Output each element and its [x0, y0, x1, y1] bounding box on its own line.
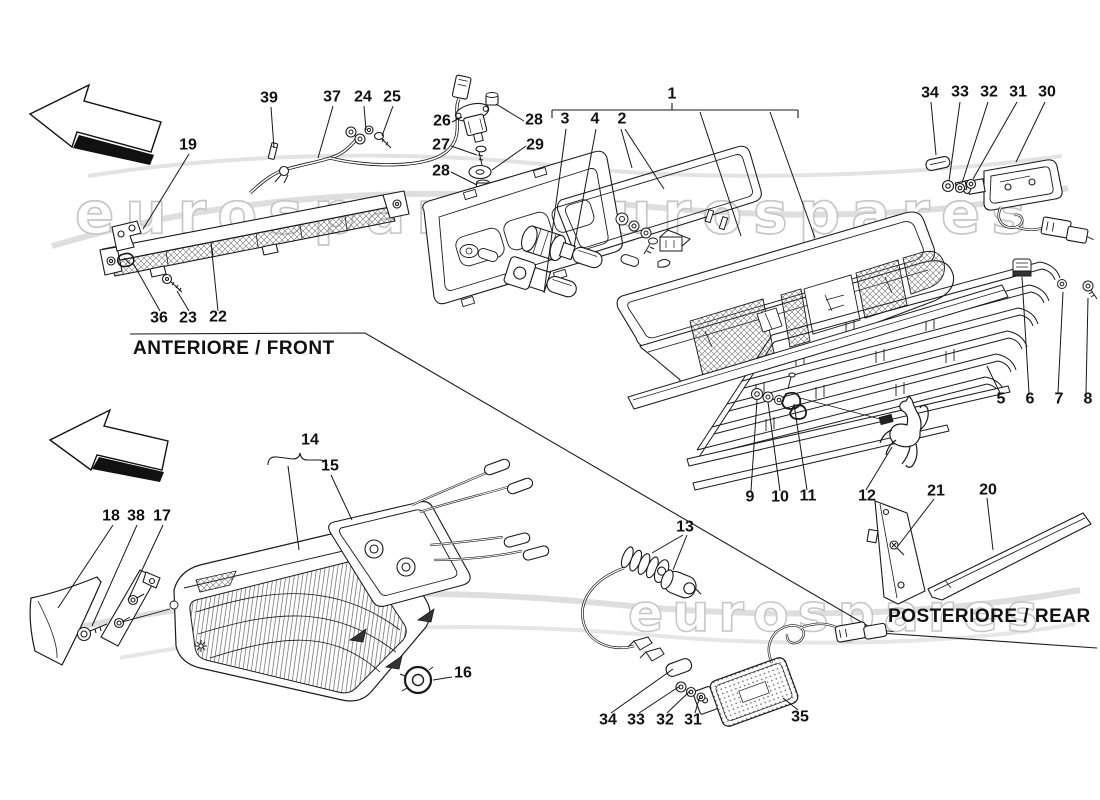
- watermark-text-top-right: eurospares: [560, 179, 1037, 247]
- brake-light-clip: [117, 252, 135, 268]
- callout-number-8: 8: [1083, 390, 1093, 408]
- callout-number-25: 25: [383, 88, 401, 106]
- wiring-harness-13: [581, 546, 702, 662]
- callout-number-34b: 34: [599, 711, 617, 729]
- watermark: eurospares eurospares eurospares: [51, 153, 1081, 660]
- callout-number-28a: 28: [525, 111, 543, 129]
- callout-number-17: 17: [153, 507, 171, 525]
- callout-number-31a: 31: [1009, 83, 1027, 101]
- side-marker-lamp-front: [665, 621, 894, 727]
- headlight-cover-18: [29, 576, 102, 666]
- cable-screw: [373, 131, 392, 149]
- callout-number-32b: 32: [656, 711, 674, 729]
- tail-light-lens: [616, 211, 955, 390]
- headlight-bracket-17: [76, 569, 171, 647]
- grille-screw: [1082, 280, 1098, 300]
- grille-mouldings: [627, 284, 1011, 491]
- tail-light-housing: [422, 150, 623, 308]
- headlight-frame-15: [328, 458, 550, 607]
- callout-number-7: 7: [1054, 390, 1064, 408]
- callout-number-30: 30: [1038, 83, 1056, 101]
- callout-number-34a: 34: [921, 84, 939, 102]
- callout-number-5: 5: [996, 390, 1006, 408]
- brake-light-screw: [161, 273, 183, 293]
- brake-switch: [454, 102, 490, 143]
- rear-direction-arrow: [48, 408, 169, 482]
- callout-number-3: 3: [560, 110, 570, 128]
- mid-hardware: [615, 209, 729, 268]
- switch-disc: [468, 164, 492, 180]
- leader-lines: [57, 101, 1089, 714]
- cap-nut: [485, 92, 499, 106]
- callout-number-28b: 28: [432, 162, 450, 180]
- front-direction-arrow: [28, 83, 162, 165]
- callout-number-36: 36: [150, 309, 168, 327]
- callout-number-35: 35: [791, 708, 809, 726]
- cable-connector: [451, 74, 472, 100]
- callout-number-10: 10: [771, 488, 789, 506]
- callout-brackets: [267, 103, 799, 467]
- callout-number-31b: 31: [684, 711, 702, 729]
- callout-number-29: 29: [526, 136, 544, 154]
- callout-number-23: 23: [179, 309, 197, 327]
- callout-number-2: 2: [617, 110, 627, 128]
- callout-number-21: 21: [927, 482, 945, 500]
- third-brake-light: [99, 190, 410, 293]
- bulb-socket-3: [503, 256, 577, 298]
- bulb-socket-4: [520, 225, 603, 269]
- callout-number-33a: 33: [951, 83, 969, 101]
- callout-number-27: 27: [432, 136, 450, 154]
- prancing-horse-emblem: [799, 394, 929, 468]
- cable-pin: [267, 142, 279, 160]
- callout-number-33b: 33: [627, 711, 645, 729]
- switch-screw: [475, 145, 487, 166]
- callout-number-37: 37: [323, 88, 341, 106]
- callout-number-15: 15: [321, 457, 339, 475]
- callout-number-32a: 32: [980, 83, 998, 101]
- headlight-emblem: [195, 640, 207, 652]
- grille-fixings: [751, 372, 807, 420]
- trim-strip-20: [927, 512, 1092, 601]
- callout-number-20: 20: [979, 481, 997, 499]
- callout-number-16: 16: [454, 664, 472, 682]
- marker-bracket: [925, 156, 951, 172]
- rear-grille: [696, 258, 1098, 458]
- callout-number-19: 19: [179, 136, 197, 154]
- callout-number-39: 39: [260, 89, 278, 107]
- callout-number-1: 1: [667, 85, 677, 103]
- mount-bracket-21: [866, 500, 926, 605]
- front-section-label: ANTERIORE / FRONT: [133, 338, 335, 359]
- callout-number-22: 22: [209, 308, 227, 326]
- callout-number-11: 11: [799, 487, 817, 505]
- callout-number-9: 9: [745, 488, 755, 506]
- grille-washer: [1057, 279, 1067, 289]
- callout-number-12: 12: [858, 487, 876, 505]
- callout-number-6: 6: [1025, 390, 1035, 408]
- grommet-16: [399, 665, 434, 695]
- tail-light-gasket: [556, 145, 762, 257]
- callout-number-14: 14: [301, 431, 319, 449]
- bracket-screw-38: [76, 623, 108, 642]
- callout-number-24: 24: [354, 88, 372, 106]
- callout-number-4: 4: [590, 110, 600, 128]
- grille-clip: [1012, 258, 1032, 277]
- section-divider-line: [129, 332, 1098, 649]
- brake-light-bracket: [111, 220, 142, 252]
- side-marker-lamp-rear: [925, 156, 1094, 244]
- callout-number-38: 38: [127, 507, 145, 525]
- rear-section-label: POSTERIORE / REAR: [888, 606, 1091, 627]
- callout-number-26: 26: [433, 112, 451, 130]
- callout-number-13: 13: [676, 518, 694, 536]
- callout-number-18: 18: [102, 507, 120, 525]
- watermark-text-bottom: eurospares: [628, 584, 1047, 644]
- brake-light-cable-and-switch: [248, 74, 499, 195]
